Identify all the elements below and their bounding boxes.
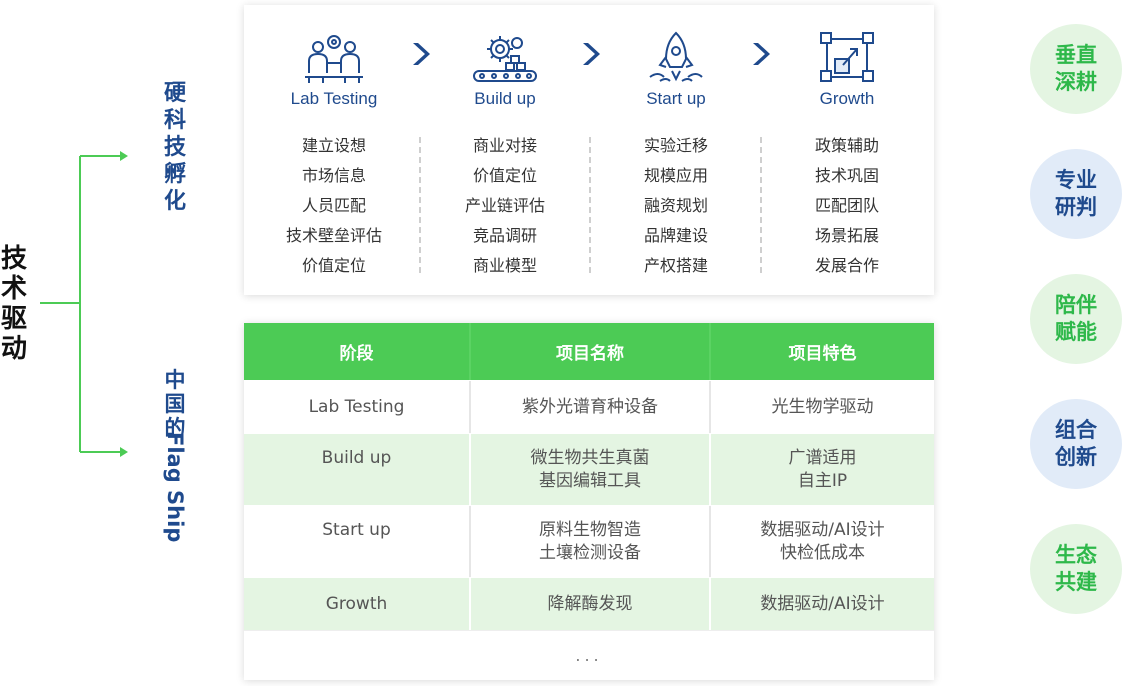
stage-item: 商业模型 <box>472 256 537 275</box>
chevron-right-icon <box>583 43 600 65</box>
stage-item: 技术壁垒评估 <box>285 226 382 245</box>
stage-item: 融资规划 <box>643 196 708 215</box>
team-collaboration-icon <box>248 5 420 85</box>
divider <box>419 137 421 273</box>
stage-item: 政策辅助 <box>814 136 879 155</box>
stage-title: Start up <box>646 89 706 108</box>
stage-item: 匹配团队 <box>814 196 879 215</box>
arrow-right-icon <box>120 151 128 161</box>
table-cell-stage: Lab Testing <box>244 381 471 433</box>
table-cell-stage: Growth <box>244 578 471 630</box>
table-header-cell: 项目名称 <box>471 323 711 380</box>
stages-card: Lab Testing 建立设想 市场信息 人员匹配 技术壁垒评估 价值定位 <box>244 5 934 295</box>
stage-item: 规模应用 <box>643 166 708 185</box>
table-header-cell: 阶段 <box>244 323 471 380</box>
table-cell-feature: 数据驱动/AI设计 <box>760 593 885 614</box>
stage-item: 产业链评估 <box>464 196 545 215</box>
stage-item: 实验迁移 <box>643 136 708 155</box>
value-circle: 生态共建 <box>1030 524 1122 614</box>
rocket-icon <box>590 5 762 85</box>
table-cell-name: 原料生物智造土壤检测设备 <box>471 506 711 577</box>
stage-title: Lab Testing <box>290 89 378 108</box>
stage-item: 商业对接 <box>472 136 537 155</box>
main-label: 技术驱动 <box>0 244 29 364</box>
table-cell-feature: 数据驱动/AI设计快检低成本 <box>760 519 885 563</box>
stage-start-up: Start up 实验迁移 规模应用 融资规划 品牌建设 产权搭建 <box>590 5 762 281</box>
stage-title: Growth <box>819 89 875 108</box>
stage-item: 人员匹配 <box>301 196 366 215</box>
branch-label-bottom-en-wrap: Flag Ship <box>161 432 189 552</box>
value-circle: 垂直深耕 <box>1030 24 1122 114</box>
table-row: Build up 微生物共生真菌基因编辑工具 广谱适用自主IP <box>244 433 934 505</box>
divider <box>589 137 591 273</box>
table-ellipsis: ... <box>244 630 934 680</box>
chevron-right-icon <box>753 43 770 65</box>
value-circle: 专业研判 <box>1030 149 1122 239</box>
table-row: Growth 降解酶发现 数据驱动/AI设计 <box>244 577 934 630</box>
growth-chart-icon <box>761 5 933 85</box>
stage-item: 建立设想 <box>301 136 366 155</box>
table-cell-feature: 光生物学驱动 <box>771 396 874 417</box>
divider <box>760 137 762 273</box>
stage-item: 发展合作 <box>814 256 879 275</box>
stage-item: 价值定位 <box>472 166 537 185</box>
arrow-right-icon <box>120 447 128 457</box>
stage-item: 技术巩固 <box>814 166 879 185</box>
chevron-right-icon <box>413 43 430 65</box>
branch-label-bottom-cn: 中国的 <box>164 368 186 440</box>
gear-factory-icon <box>419 5 591 85</box>
stage-growth: Growth 政策辅助 技术巩固 匹配团队 场景拓展 发展合作 <box>761 5 933 281</box>
stage-title: Build up <box>474 89 536 108</box>
table-cell-stage: Build up <box>244 434 471 505</box>
stage-item: 产权搭建 <box>643 256 708 275</box>
table-cell-name: 微生物共生真菌基因编辑工具 <box>471 434 711 505</box>
table-header-cell: 项目特色 <box>788 344 857 364</box>
bracket-connector <box>40 151 128 457</box>
stage-item: 市场信息 <box>301 166 366 185</box>
value-circle: 陪伴赋能 <box>1030 274 1122 364</box>
table-row: Start up 原料生物智造土壤检测设备 数据驱动/AI设计快检低成本 <box>244 505 934 577</box>
stage-item: 竞品调研 <box>472 226 537 245</box>
value-circle: 组合创新 <box>1030 399 1122 489</box>
stage-item: 场景拓展 <box>814 226 879 245</box>
stage-build-up: Build up 商业对接 价值定位 产业链评估 竞品调研 商业模型 <box>419 5 591 281</box>
stage-lab-testing: Lab Testing 建立设想 市场信息 人员匹配 技术壁垒评估 价值定位 <box>248 5 420 281</box>
branch-label-top: 硬科技孵化 <box>163 81 186 214</box>
stage-item: 价值定位 <box>301 256 366 275</box>
table-row: Lab Testing 紫外光谱育种设备 光生物学驱动 <box>244 380 934 433</box>
table-cell-stage: Start up <box>244 506 471 577</box>
table-cell-feature: 广谱适用自主IP <box>788 447 857 491</box>
table-cell-name: 降解酶发现 <box>471 578 711 630</box>
branch-label-bottom-en: Flag Ship <box>163 432 187 543</box>
projects-table: 阶段 项目名称 项目特色 Lab Testing 紫外光谱育种设备 光生物学驱动… <box>244 323 934 680</box>
stage-item: 品牌建设 <box>643 226 708 245</box>
table-header: 阶段 项目名称 项目特色 <box>244 323 934 380</box>
table-cell-name: 紫外光谱育种设备 <box>471 381 711 433</box>
